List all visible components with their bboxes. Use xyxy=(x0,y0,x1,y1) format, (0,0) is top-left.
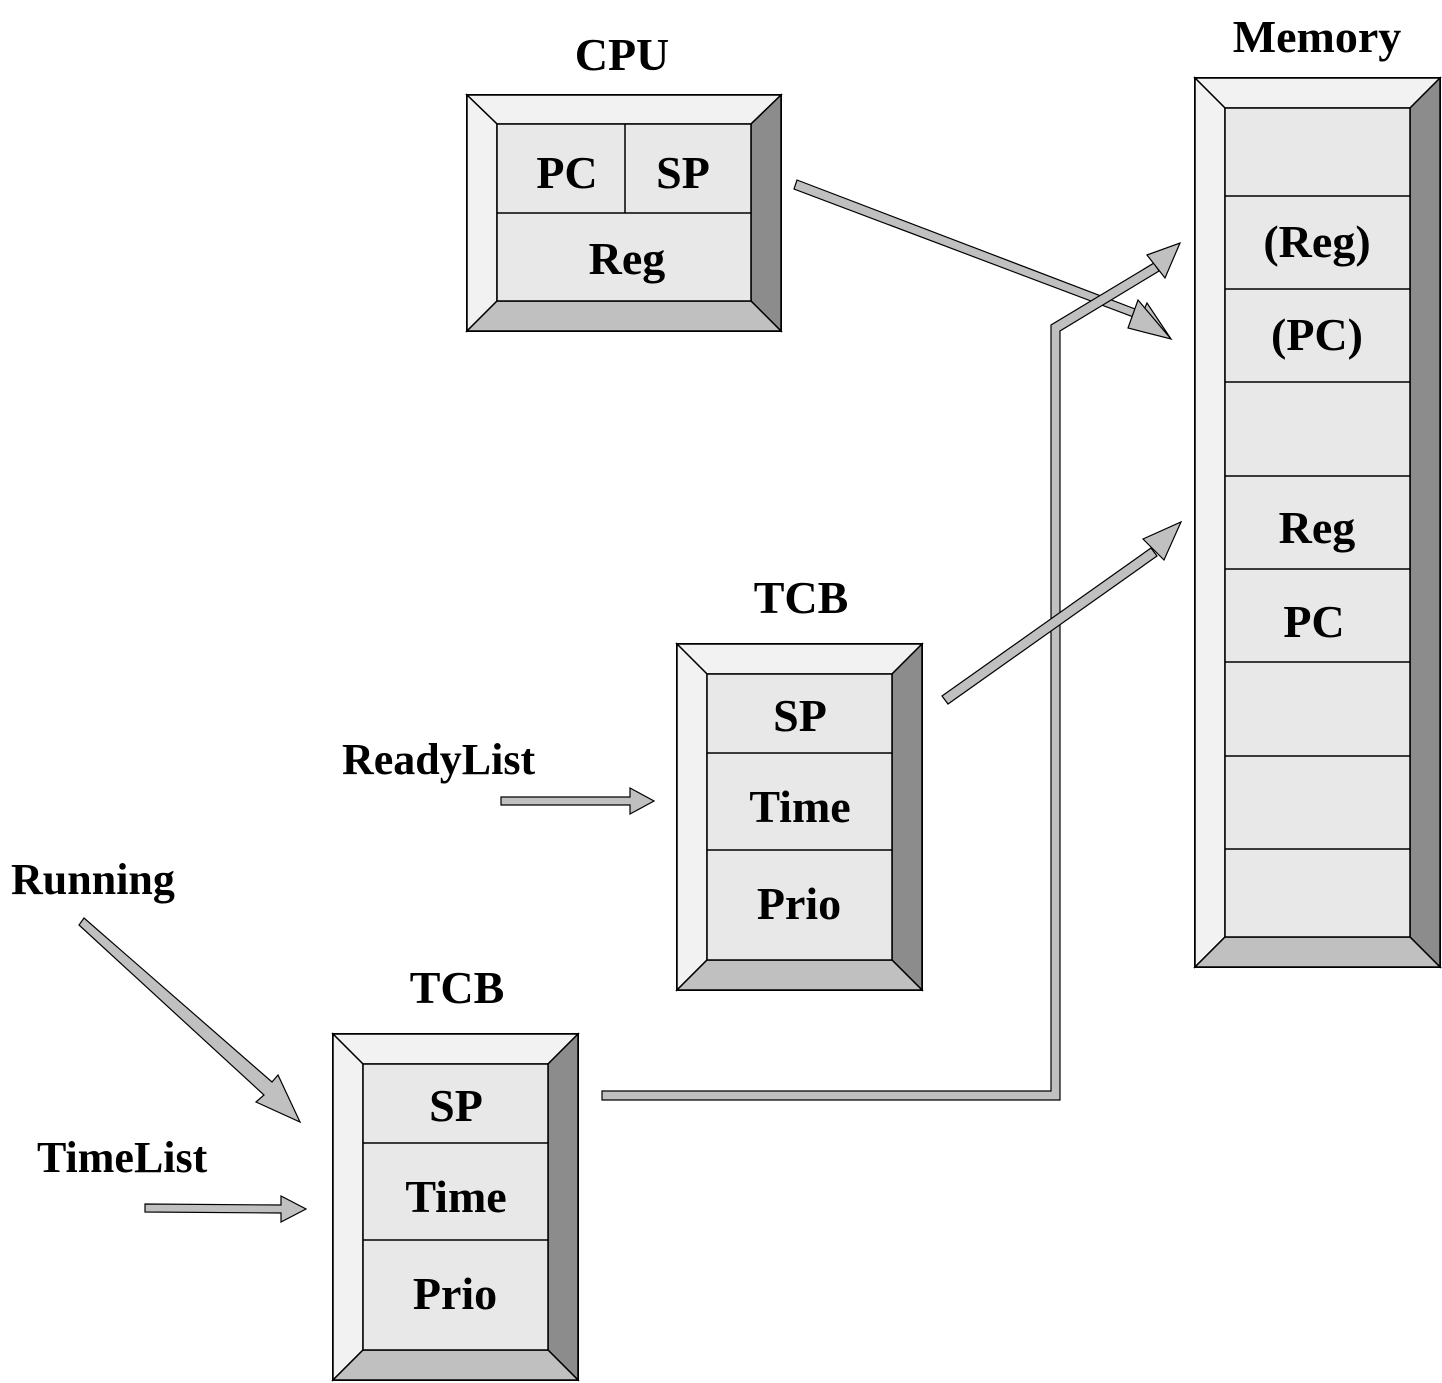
ready-sp-to-memory-arrowhead xyxy=(1141,520,1183,562)
memory-box xyxy=(1193,76,1442,969)
tcb-ready-box xyxy=(675,642,924,992)
tcb-ready-title: TCB xyxy=(754,572,849,623)
time-list-arrow xyxy=(144,1195,308,1223)
tcb-running-title: TCB xyxy=(410,962,505,1013)
memory-cell-saved-pc: (PC) xyxy=(1271,309,1363,360)
cpu-pc-register: PC xyxy=(536,147,597,198)
memory-cell-saved-reg: (Reg) xyxy=(1263,216,1370,267)
running-arrow xyxy=(78,917,302,1124)
tcb-running-prio: Prio xyxy=(413,1268,497,1319)
ready-list-arrow xyxy=(500,786,656,816)
cpu-reg-register: Reg xyxy=(589,233,666,284)
tcb-ready-time: Time xyxy=(749,781,850,832)
tcb-running-time: Time xyxy=(405,1171,506,1222)
cpu-box xyxy=(465,93,783,333)
running-sp-to-memory-arrowhead xyxy=(1146,241,1182,280)
memory-title: Memory xyxy=(1233,11,1402,62)
tcb-ready-prio: Prio xyxy=(757,878,841,929)
tcb-running-box xyxy=(331,1032,580,1382)
memory-cell-reg: Reg xyxy=(1279,502,1356,553)
cpu-to-memory-arrow xyxy=(793,179,1172,340)
tcb-running-sp: SP xyxy=(429,1080,483,1131)
memory-cell-pc: PC xyxy=(1283,596,1344,647)
running-label: Running xyxy=(11,855,175,904)
time-list-label: TimeList xyxy=(37,1133,208,1182)
cpu-to-memory-arrowhead xyxy=(1127,298,1173,341)
cpu-sp-register: SP xyxy=(656,147,710,198)
tcb-ready-sp: SP xyxy=(773,690,827,741)
ready-sp-to-memory-arrow xyxy=(941,547,1158,705)
cpu-title: CPU xyxy=(575,29,670,80)
ready-list-label: ReadyList xyxy=(342,735,535,784)
